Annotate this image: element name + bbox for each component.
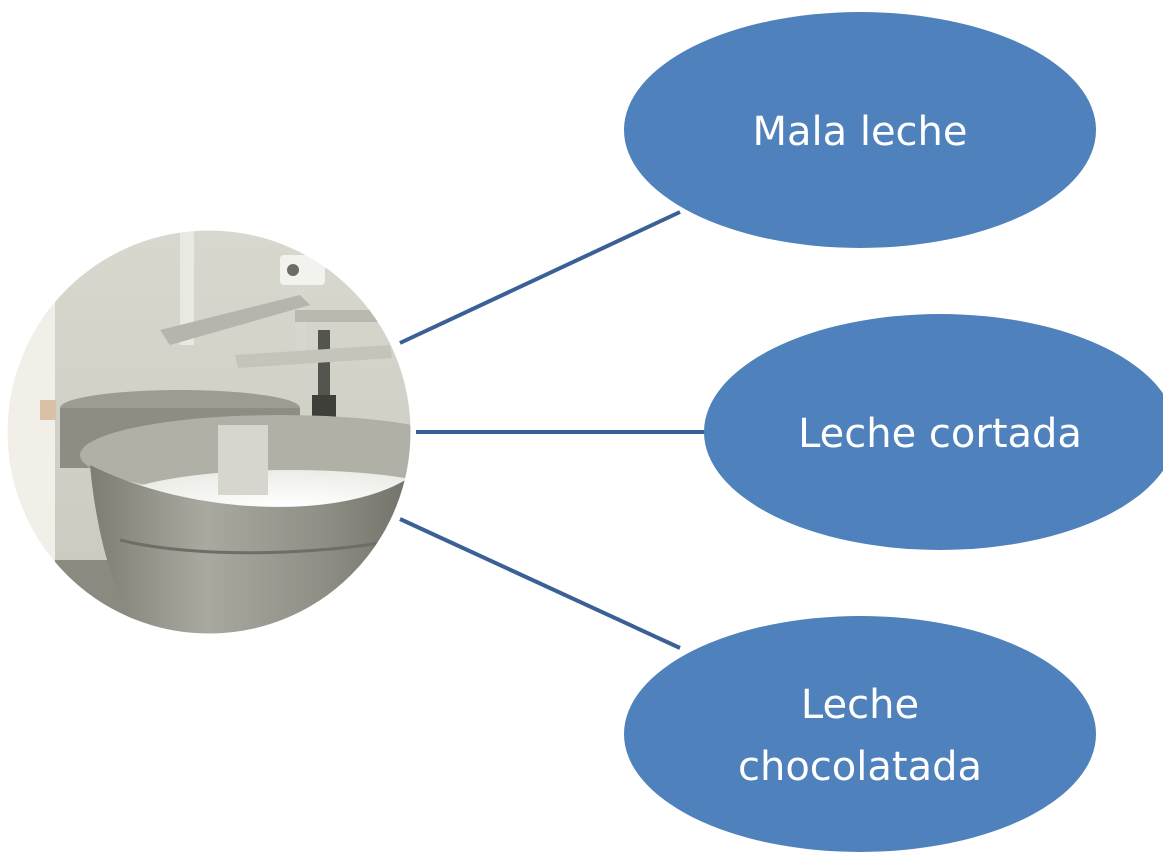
node-leche-chocolatada: Leche chocolatada	[624, 616, 1096, 852]
node-leche-cortada-label: Leche cortada	[798, 411, 1082, 457]
node-leche-chocolatada-label-line2: chocolatada	[738, 744, 982, 790]
node-leche-chocolatada-shape	[624, 616, 1096, 852]
node-mala-leche-shape	[624, 12, 1096, 248]
center-photo	[7, 230, 411, 634]
connector-mala-leche	[399, 210, 681, 345]
node-leche-cortada: Leche cortada	[704, 314, 1163, 550]
node-mala-leche: Mala leche	[624, 12, 1096, 248]
node-leche-chocolatada-label-line1: Leche	[801, 682, 919, 728]
connectors	[399, 210, 705, 650]
node-leche-cortada-shape	[704, 314, 1163, 550]
center-photo-border	[6, 229, 412, 635]
node-mala-leche-label: Mala leche	[752, 109, 967, 155]
connector-leche-chocolatada	[399, 517, 681, 650]
